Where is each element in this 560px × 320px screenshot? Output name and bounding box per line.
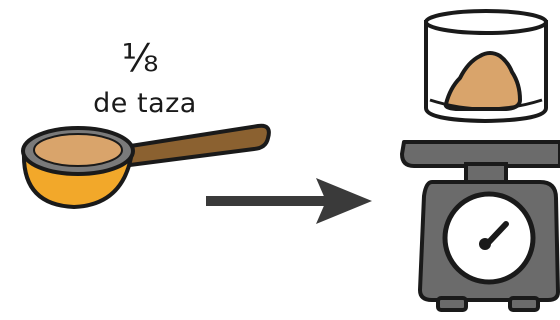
arrow-shaft bbox=[206, 196, 326, 206]
container-icon bbox=[426, 11, 546, 121]
arrow-right-icon bbox=[206, 178, 372, 224]
scale-foot-left bbox=[438, 298, 466, 310]
measuring-spoon-icon bbox=[23, 126, 269, 207]
spoon-handle bbox=[118, 126, 269, 166]
scale-pivot bbox=[479, 238, 491, 250]
spoon-contents bbox=[34, 134, 122, 166]
scale-foot-right bbox=[510, 298, 538, 310]
container-rim bbox=[426, 11, 546, 33]
kitchen-scale-icon bbox=[402, 142, 560, 310]
